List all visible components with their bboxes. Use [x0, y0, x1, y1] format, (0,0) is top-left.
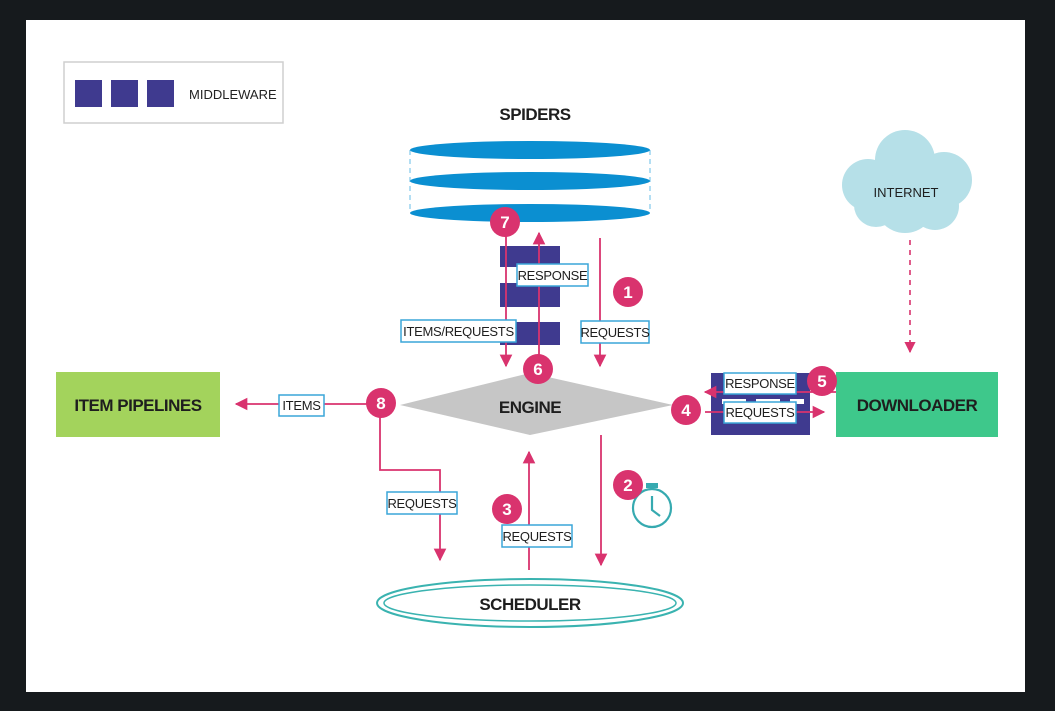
scheduler-title: SCHEDULER: [479, 595, 581, 614]
downloader-response-label: RESPONSE: [725, 376, 795, 391]
svg-text:3: 3: [502, 500, 511, 519]
legend-label: MIDDLEWARE: [189, 87, 277, 102]
item-pipelines-component: ITEM PIPELINES: [56, 372, 220, 437]
items-requests-label: ITEMS/REQUESTS: [403, 324, 514, 339]
items-label: ITEMS: [282, 398, 321, 413]
step-7-badge: 7: [490, 207, 520, 237]
svg-text:1: 1: [623, 283, 632, 302]
legend-middleware-swatch: [75, 80, 102, 107]
spiders-disc: [410, 204, 650, 222]
engine-to-scheduler-requests-arrow: [379, 410, 447, 562]
spider-requests-label: REQUESTS: [580, 325, 650, 340]
spiders-title: SPIDERS: [499, 105, 570, 124]
step-3-badge: 3: [492, 494, 522, 524]
legend-middleware-swatch: [147, 80, 174, 107]
svg-text:8: 8: [376, 394, 385, 413]
svg-text:4: 4: [681, 401, 691, 420]
cloud-icon: [842, 130, 972, 233]
downloader-title: DOWNLOADER: [857, 396, 978, 415]
flow-labels: RESPONSE ITEMS/REQUESTS REQUESTS ITEMS R…: [278, 263, 797, 548]
spider-response-label: RESPONSE: [518, 268, 588, 283]
internet-label: INTERNET: [874, 185, 939, 200]
step-2-badge: 2: [613, 470, 643, 500]
step-4-badge: 4: [671, 395, 701, 425]
stopwatch-icon: [631, 483, 673, 529]
pipeline-requests-label: REQUESTS: [387, 496, 457, 511]
scheduler-component: SCHEDULER: [376, 578, 684, 628]
step-badges: 1 2 3 4 5 6 7 8: [366, 207, 837, 524]
internet-component: INTERNET: [842, 130, 972, 233]
engine-component: ENGINE: [400, 373, 673, 435]
legend: MIDDLEWARE: [63, 61, 284, 124]
engine-title: ENGINE: [499, 398, 561, 417]
downloader-requests-label: REQUESTS: [725, 405, 795, 420]
downloader-component: DOWNLOADER: [836, 372, 998, 437]
legend-middleware-swatch: [111, 80, 138, 107]
step-1-badge: 1: [613, 277, 643, 307]
spiders-disc: [410, 172, 650, 190]
step-8-badge: 8: [366, 388, 396, 418]
item-pipelines-title: ITEM PIPELINES: [74, 396, 201, 415]
step-6-badge: 6: [523, 354, 553, 384]
spiders-disc: [410, 141, 650, 159]
scheduler-requests-label: REQUESTS: [502, 529, 572, 544]
svg-text:6: 6: [533, 360, 542, 379]
svg-text:7: 7: [500, 213, 509, 232]
svg-text:5: 5: [817, 372, 826, 391]
spiders-component: SPIDERS: [409, 105, 651, 222]
step-5-badge: 5: [807, 366, 837, 396]
svg-text:2: 2: [623, 476, 632, 495]
